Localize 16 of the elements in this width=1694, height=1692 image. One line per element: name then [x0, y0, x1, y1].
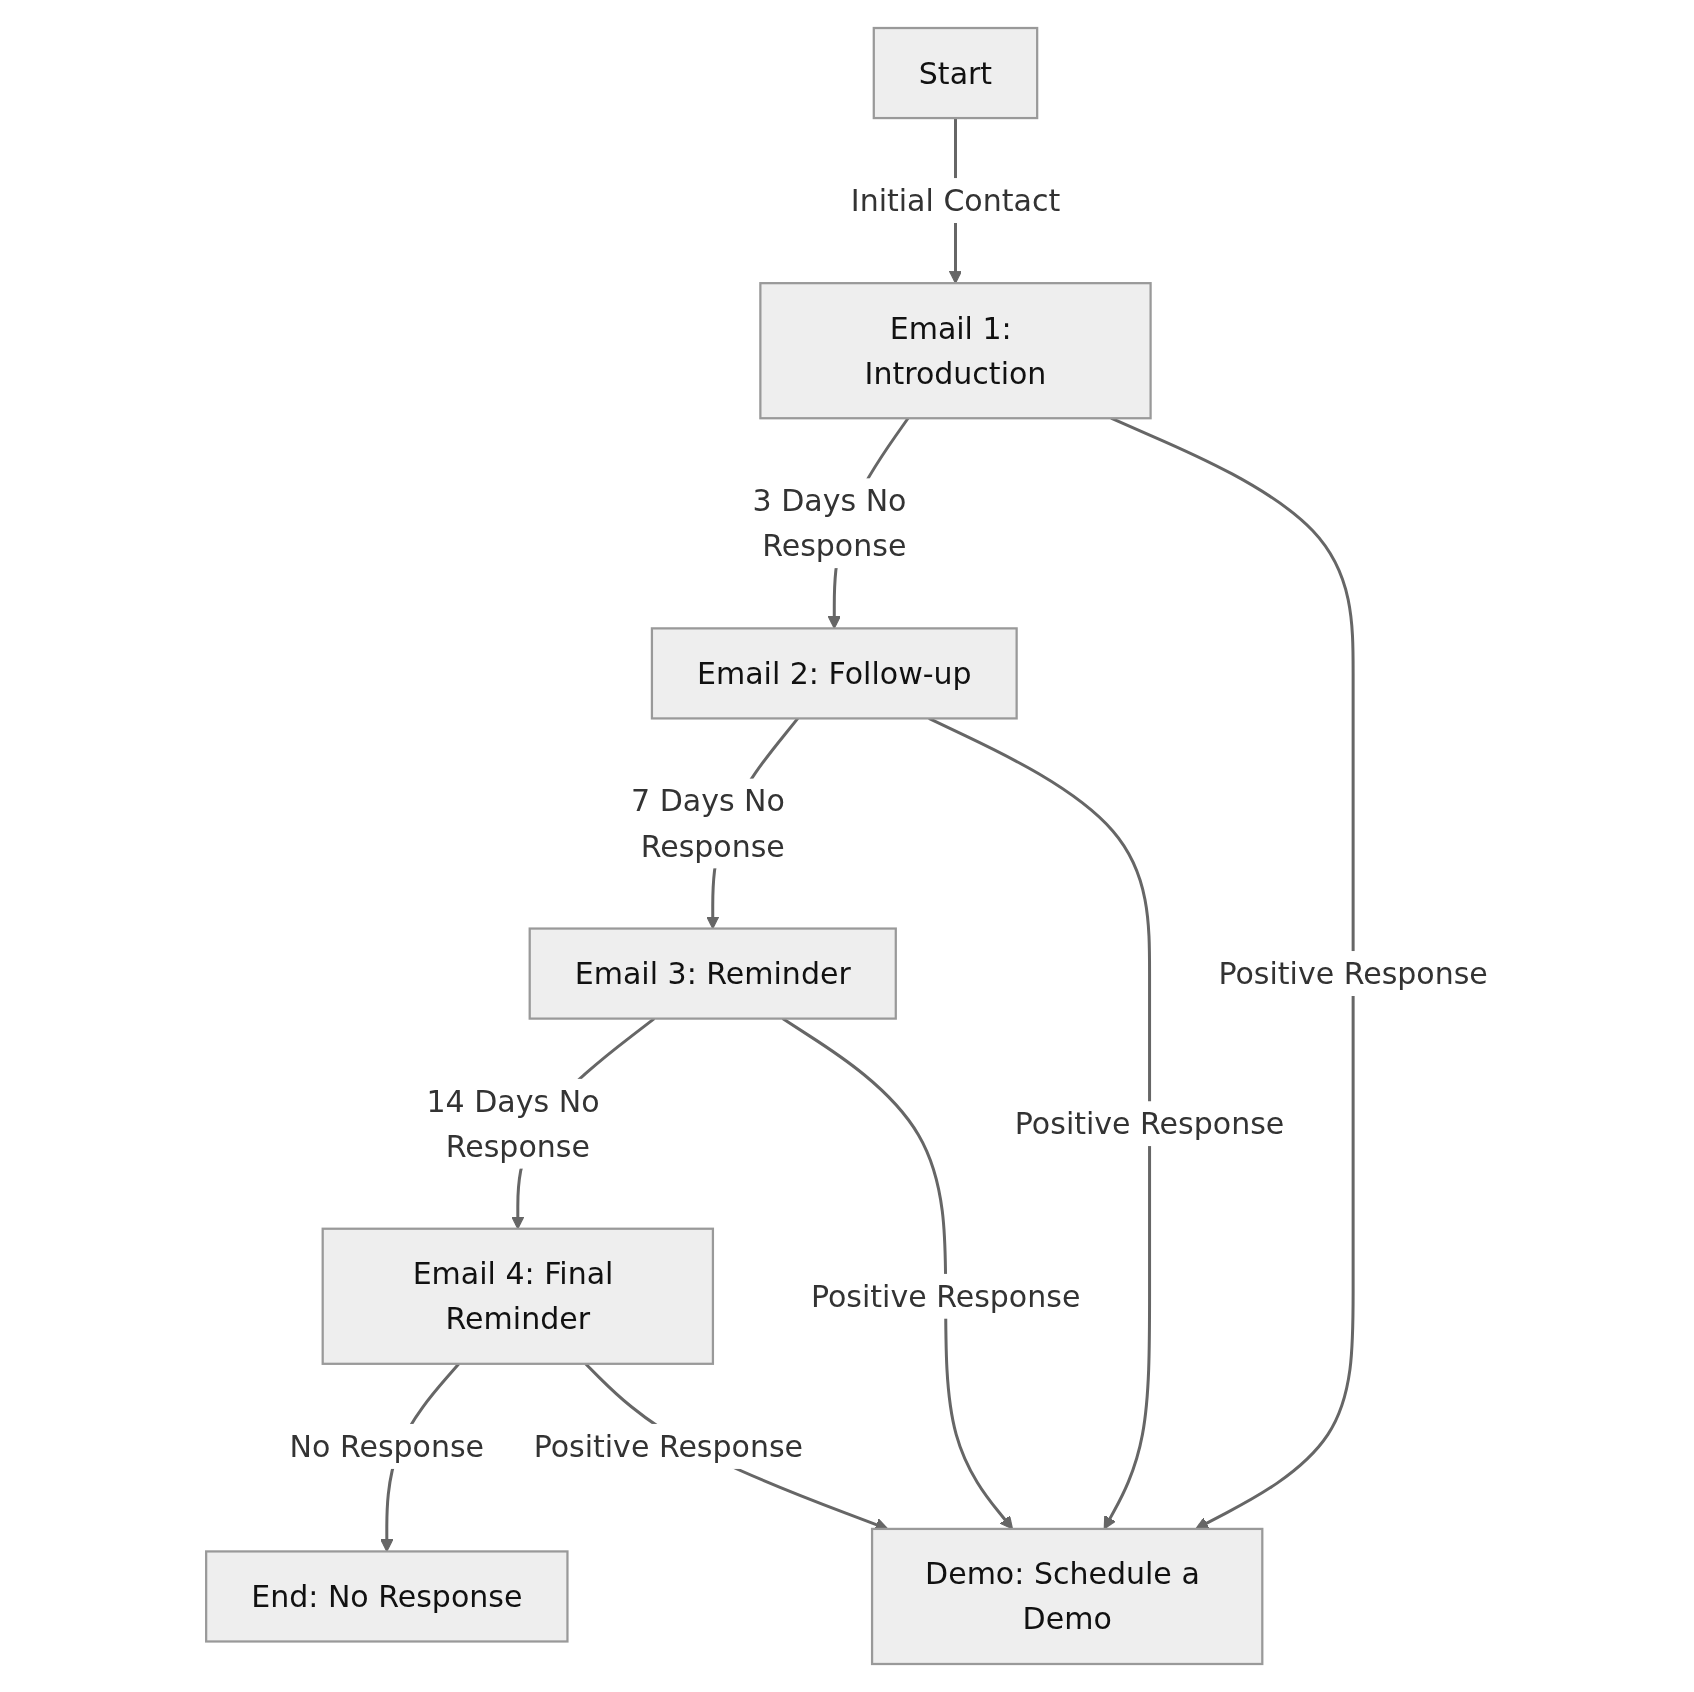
node-box: Email 3: Reminder — [528, 927, 897, 1020]
edge-label: Positive Response — [1218, 955, 1488, 992]
edge-label: No Response — [289, 1428, 485, 1465]
node-box: Email 2: Follow-up — [650, 627, 1018, 720]
edge-label: Initial Contact — [850, 182, 1061, 219]
node-box: Start — [872, 26, 1039, 120]
edge-label: Positive Response — [1014, 1105, 1285, 1142]
node-box: Email 1: Introduction — [759, 282, 1152, 420]
node-box: Demo: Schedule a Demo — [870, 1527, 1264, 1666]
edge-label: Positive Response — [533, 1428, 804, 1465]
edge-label: 14 Days No Response — [426, 1083, 600, 1165]
edge-label: 7 Days No Response — [631, 782, 785, 865]
node-box: Email 4: Final Reminder — [321, 1227, 715, 1365]
node-box: End: No Response — [205, 1550, 569, 1643]
edge-label: Positive Response — [810, 1278, 1081, 1315]
edge-label: 3 Days No Response — [752, 482, 907, 564]
